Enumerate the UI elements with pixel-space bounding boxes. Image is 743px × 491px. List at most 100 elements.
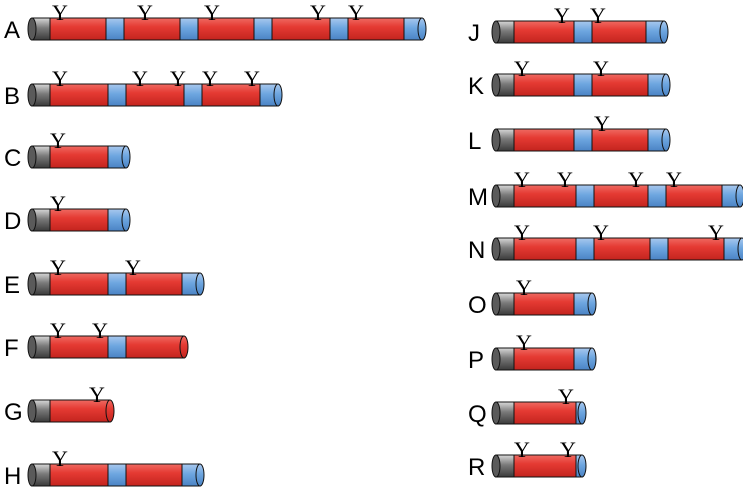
glycan-marker: Y (202, 66, 218, 91)
glycan-marker: Y (50, 318, 66, 343)
construct-label: E (4, 272, 20, 299)
cylinder-right-face (577, 454, 587, 478)
construct-d: DY (4, 191, 131, 235)
cylinder-right-face (661, 128, 671, 152)
cylinder-left-face (27, 83, 37, 107)
glycan-marker: Y (204, 0, 220, 25)
glycan-marker: Y (666, 167, 682, 192)
cylinder-left-face (491, 401, 501, 425)
glycan-marker: Y (516, 275, 532, 300)
linker-segment (105, 17, 125, 41)
linker-segment (183, 83, 203, 107)
cylinder-left-face (27, 145, 37, 169)
linker-segment (179, 17, 199, 41)
cylinder-right-face (587, 347, 597, 371)
cylinder-right-face (417, 17, 427, 41)
glycan-marker: Y (50, 255, 66, 280)
construct-label: J (468, 20, 480, 47)
cylinder-right-face (273, 83, 283, 107)
glycan-marker: Y (50, 191, 66, 216)
cylinder-right-face (735, 184, 743, 208)
cylinder-left-face (27, 272, 37, 296)
cylinder-right-face (587, 292, 597, 316)
cylinder-left-face (27, 17, 37, 41)
glycan-marker: Y (554, 3, 570, 28)
construct-h: HY (4, 446, 205, 490)
cylinder-right-face (659, 20, 669, 44)
construct-label: M (468, 184, 488, 211)
cylinder-right-face (179, 335, 189, 359)
cylinder-left-face (491, 73, 501, 97)
glycan-marker: Y (514, 220, 530, 245)
cylinder-left-face (27, 399, 37, 423)
glycan-marker: Y (590, 3, 606, 28)
glycan-marker: Y (92, 318, 108, 343)
domain-segment (125, 335, 185, 359)
glycan-marker: Y (244, 66, 260, 91)
cylinder-right-face (121, 145, 131, 169)
linker-segment (573, 128, 593, 152)
construct-label: P (468, 347, 484, 374)
glycan-marker: Y (52, 0, 68, 25)
glycan-marker: Y (516, 330, 532, 355)
cylinder-right-face (195, 272, 205, 296)
cylinder-left-face (491, 128, 501, 152)
construct-label: R (468, 454, 485, 481)
glycan-marker: Y (348, 0, 364, 25)
construct-label: G (4, 399, 23, 426)
linker-segment (575, 237, 595, 261)
glycan-marker: Y (137, 0, 153, 25)
glycan-marker: Y (52, 66, 68, 91)
glycan-marker: Y (593, 220, 609, 245)
construct-q: QY (468, 384, 587, 428)
linker-segment (647, 184, 667, 208)
glycan-marker: Y (708, 220, 724, 245)
construct-label: L (468, 128, 481, 155)
cylinder-right-face (661, 73, 671, 97)
glycan-marker: Y (558, 384, 574, 409)
construct-label: C (4, 145, 21, 172)
construct-label: F (4, 335, 19, 362)
construct-label: Q (468, 401, 487, 428)
glycan-marker: Y (560, 437, 576, 462)
glycan-marker: Y (514, 437, 530, 462)
linker-segment (107, 335, 127, 359)
glycan-marker: Y (594, 111, 610, 136)
linker-segment (649, 237, 669, 261)
construct-label: H (4, 463, 21, 490)
cylinder-right-face (577, 401, 587, 425)
cylinder-left-face (491, 20, 501, 44)
cylinder-left-face (491, 292, 501, 316)
linker-segment (253, 17, 273, 41)
cylinder-left-face (491, 454, 501, 478)
construct-label: O (468, 292, 487, 319)
construct-l: LY (468, 111, 671, 155)
domain-segment (125, 463, 183, 487)
glycan-marker: Y (132, 66, 148, 91)
construct-label: N (468, 237, 485, 264)
glycan-marker: Y (628, 167, 644, 192)
linker-segment (575, 184, 595, 208)
cylinder-right-face (737, 237, 743, 261)
construct-c: CY (4, 128, 131, 172)
construct-label: D (4, 208, 21, 235)
cylinder-left-face (491, 237, 501, 261)
construct-label: K (468, 73, 484, 100)
construct-label: A (4, 17, 20, 44)
linker-segment (107, 463, 127, 487)
cylinder-right-face (105, 399, 115, 423)
linker-segment (329, 17, 349, 41)
cylinder-left-face (27, 463, 37, 487)
linker-segment (573, 73, 593, 97)
glycan-marker: Y (557, 167, 573, 192)
glycan-marker: Y (514, 167, 530, 192)
linker-segment (107, 83, 127, 107)
